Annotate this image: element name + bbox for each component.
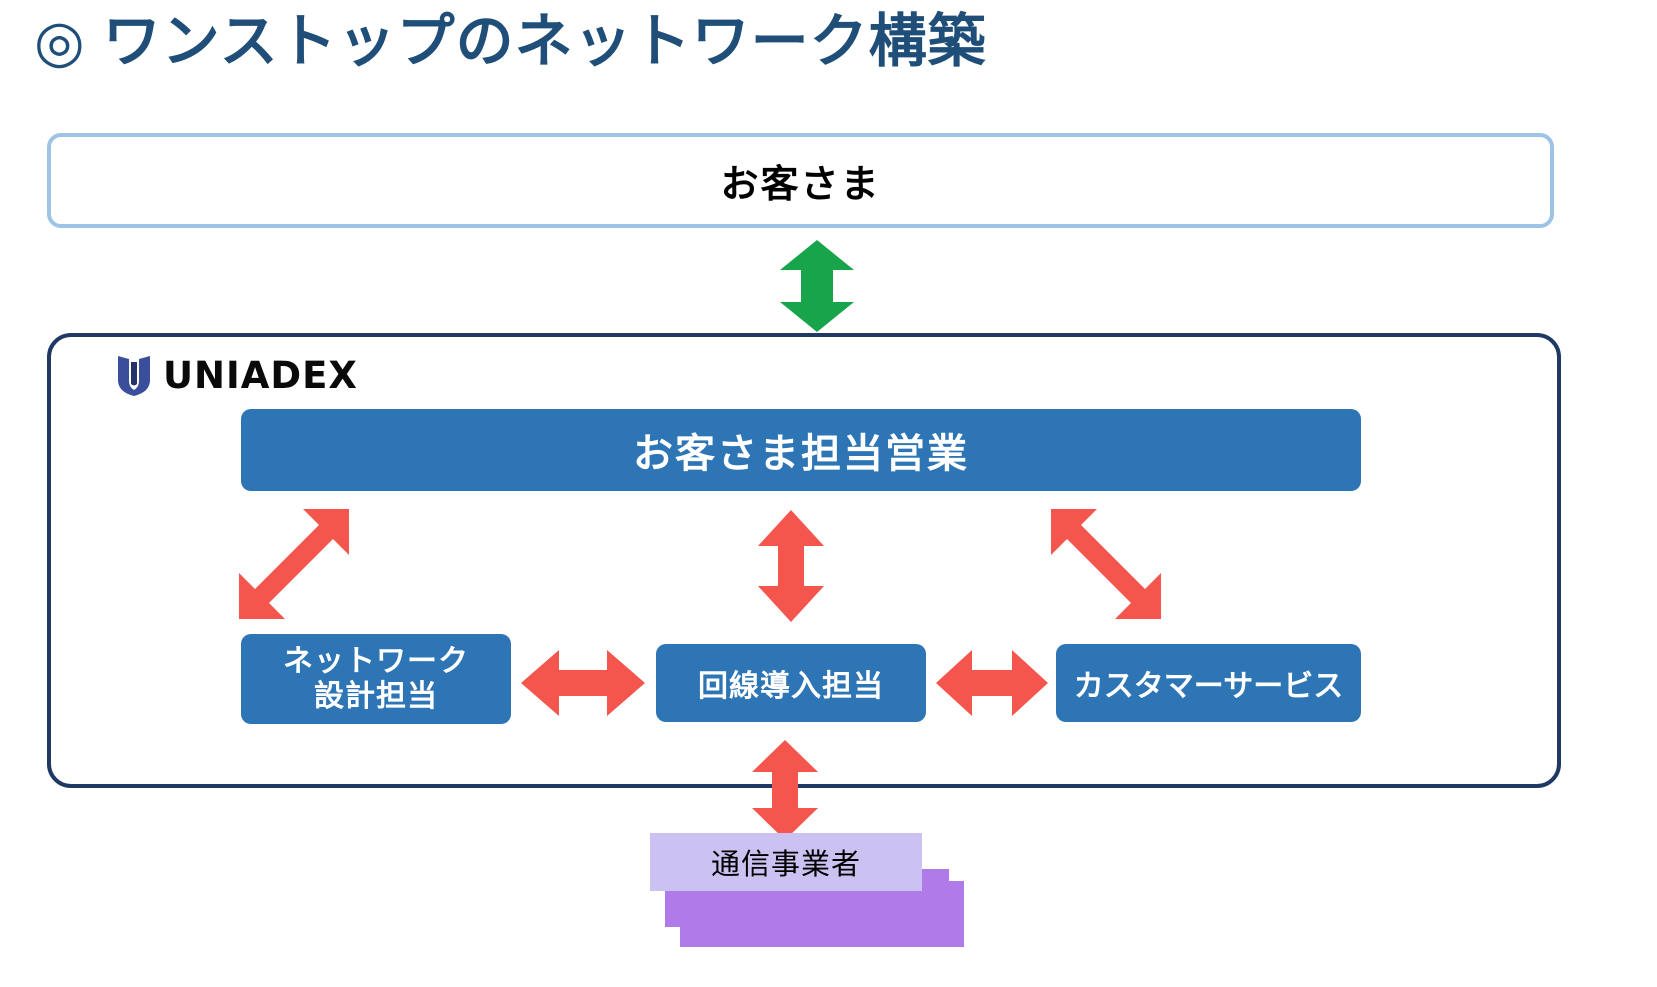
red-double-arrow-horizontal-network-line: [521, 650, 645, 716]
role-box-line-installation[interactable]: 回線導入担当: [656, 644, 926, 722]
red-double-arrow-diagonal-up-right: [239, 509, 349, 619]
role-label-line-installation: 回線導入担当: [698, 670, 884, 703]
title-text: ワンストップのネットワーク構築: [102, 9, 987, 74]
carrier-stack: 通信事業者: [650, 833, 964, 953]
uniadex-logo-text: UNIADEX: [163, 353, 358, 397]
role-box-network-design[interactable]: ネットワーク 設計担当: [241, 634, 511, 724]
red-double-arrow-horizontal-line-cs: [936, 650, 1048, 716]
title-bullet-icon: ◎: [34, 9, 86, 74]
role-label-line1: ネットワーク: [283, 644, 469, 678]
uniadex-logo-mark-icon: [118, 356, 150, 396]
customer-box: お客さま: [47, 133, 1554, 228]
carrier-box[interactable]: 通信事業者: [650, 833, 922, 891]
uniadex-container: UNIADEX お客さま担当営業 ネットワーク: [47, 333, 1561, 788]
carrier-label: 通信事業者: [710, 849, 861, 881]
role-box-customer-service[interactable]: カスタマーサービス: [1056, 644, 1361, 722]
red-double-arrow-diagonal-up-left: [1051, 509, 1161, 619]
role-label-customer-service: カスタマーサービス: [1073, 670, 1344, 703]
page-title: ◎ ワンストップのネットワーク構築: [34, 6, 987, 79]
role-label-network-design: ネットワーク 設計担当: [283, 644, 469, 715]
role-label-line2: 設計担当: [314, 680, 438, 713]
sales-role-label: お客さま担当営業: [633, 432, 969, 476]
sales-role-box[interactable]: お客さま担当営業: [241, 409, 1361, 491]
uniadex-logo: UNIADEX: [117, 354, 358, 396]
customer-label: お客さま: [720, 164, 881, 206]
green-double-arrow-vertical: [780, 240, 854, 332]
red-double-arrow-vertical-sales-line: [758, 510, 824, 622]
